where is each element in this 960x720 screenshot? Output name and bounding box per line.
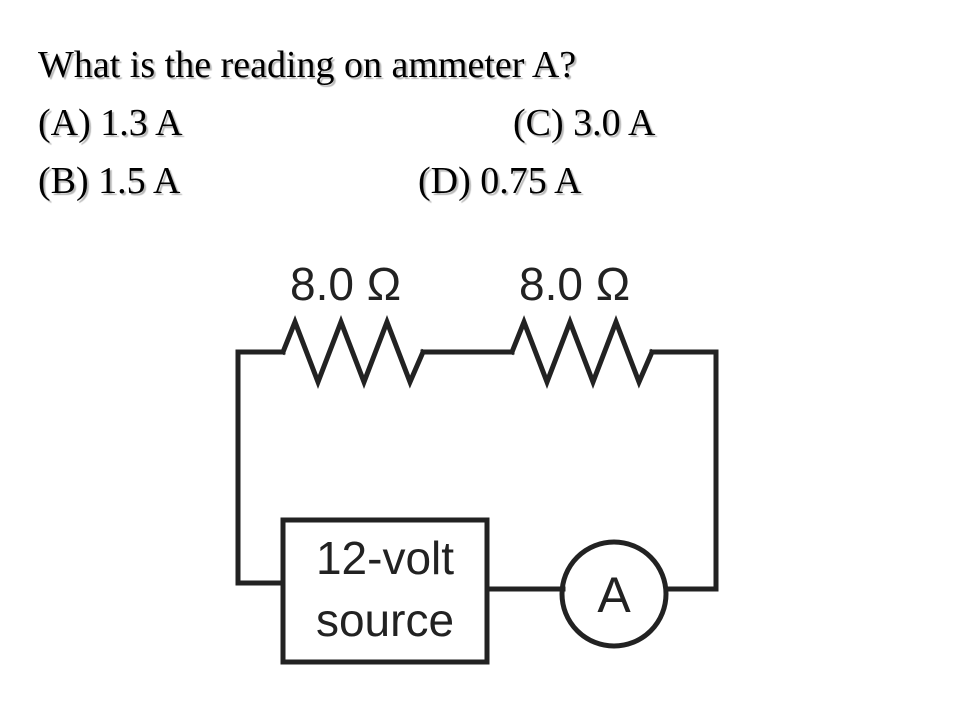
options-row-2: (B) 1.5 A (D) 0.75 A: [38, 152, 582, 210]
resistor-1-symbol: [279, 315, 427, 389]
option-a: (A) 1.3 A: [38, 102, 183, 144]
option-d: (D) 0.75 A: [418, 160, 582, 202]
source-label-line2: source: [316, 594, 454, 646]
resistor-1-label: 8.0 Ω: [290, 258, 401, 310]
question-block: What is the reading on ammeter A? (A) 1.…: [38, 36, 656, 210]
ammeter-label: A: [597, 567, 631, 623]
question-text: What is the reading on ammeter A?: [38, 44, 577, 86]
option-c: (C) 3.0 A: [513, 102, 656, 144]
resistor-2-symbol: [508, 315, 656, 389]
source-label-line1: 12-volt: [316, 532, 454, 584]
resistor-2-label: 8.0 Ω: [519, 258, 630, 310]
ammeter-circle: [559, 539, 669, 649]
wire-top-left: [235, 349, 286, 586]
wire-right: [649, 349, 719, 592]
voltage-source-box: [280, 517, 490, 665]
option-b: (B) 1.5 A: [38, 160, 181, 202]
options-row-1: (A) 1.3 A (C) 3.0 A: [38, 94, 656, 152]
